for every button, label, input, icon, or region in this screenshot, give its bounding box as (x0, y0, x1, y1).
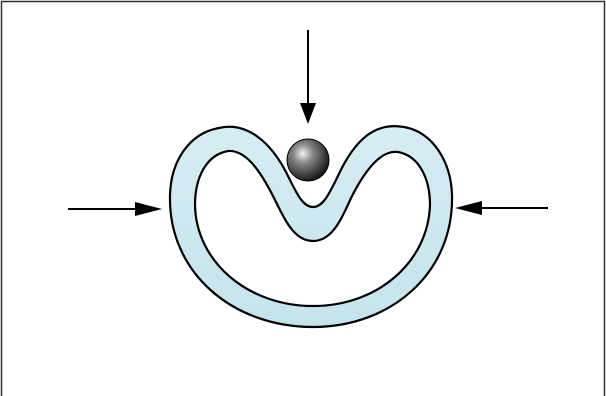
arrow-right-icon (68, 202, 162, 216)
arrow-left-icon (455, 201, 548, 215)
arrow-down-icon (300, 30, 316, 124)
sphere-icon (287, 139, 329, 181)
